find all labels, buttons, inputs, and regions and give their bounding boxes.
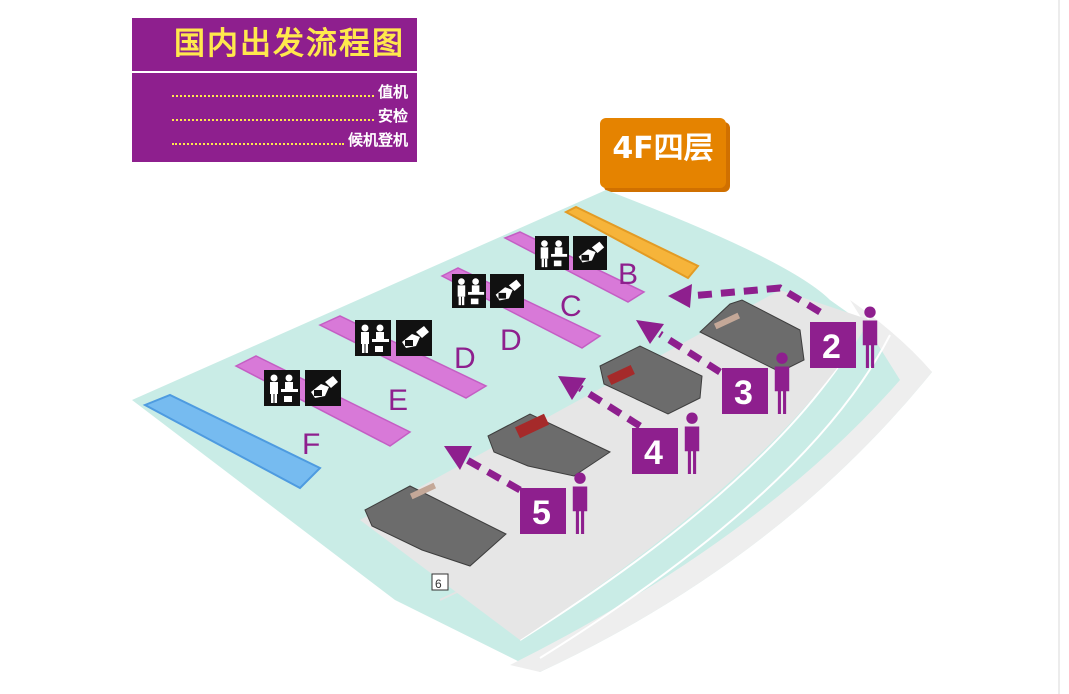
checkin-person-icon bbox=[452, 274, 486, 308]
checkin-person-icon bbox=[264, 370, 300, 406]
zone-label-E: E bbox=[388, 384, 408, 417]
checkin-person-icon bbox=[355, 320, 391, 356]
gate-number-4: 4 bbox=[644, 434, 663, 472]
legend-step-boarding: 候机登机 bbox=[172, 128, 408, 150]
legend-step-label: 值机 bbox=[377, 82, 408, 101]
legend-step-label: 候机登机 bbox=[347, 130, 408, 149]
legend-title: 国内出发流程图 bbox=[174, 26, 405, 62]
leader-dots bbox=[172, 85, 374, 97]
waiting-area bbox=[142, 393, 322, 490]
zone-label-C: C bbox=[560, 290, 582, 323]
legend-step-security: 安检 bbox=[172, 104, 408, 126]
floor-badge: 4F四层 bbox=[600, 118, 726, 188]
door-6-label: 6 bbox=[435, 577, 442, 591]
leader-dots bbox=[172, 133, 344, 145]
door-marking bbox=[409, 312, 741, 500]
zone-label-F: F bbox=[302, 428, 320, 461]
flow-arrow bbox=[458, 284, 822, 494]
security-counter bbox=[563, 205, 700, 280]
gate-marker-2 bbox=[810, 322, 856, 368]
road-line bbox=[539, 334, 891, 659]
legend-step-label: 安检 bbox=[377, 106, 408, 125]
gate-marker-4 bbox=[632, 428, 678, 474]
zone-label-D: D bbox=[454, 342, 476, 375]
legend-divider bbox=[132, 71, 417, 73]
checkin-person-icon bbox=[535, 236, 569, 270]
flow-arrow-head bbox=[444, 284, 692, 470]
baggage-handover-icon bbox=[573, 236, 607, 270]
gate-number-2: 2 bbox=[822, 328, 841, 366]
floor-label: 4F四层 bbox=[612, 131, 714, 166]
gate-number-5: 5 bbox=[532, 494, 551, 532]
baggage-handover-icon bbox=[490, 274, 524, 308]
gate-marker-3 bbox=[722, 368, 768, 414]
legend-panel: 国内出发流程图 值机 安检 候机登机 bbox=[132, 18, 417, 162]
entrance-vestibule bbox=[364, 299, 805, 567]
zone-label-B: B bbox=[618, 258, 638, 291]
baggage-handover-icon bbox=[396, 320, 432, 356]
leader-dots bbox=[172, 109, 374, 121]
baggage-handover-icon bbox=[305, 370, 341, 406]
door-marking bbox=[514, 364, 635, 439]
gate-marker-5 bbox=[520, 488, 566, 534]
door-6-marker bbox=[431, 573, 449, 591]
page-edge-line bbox=[1058, 0, 1060, 694]
gate-number-3: 3 bbox=[734, 374, 753, 412]
zone-label-D: D bbox=[500, 324, 522, 357]
legend-step-checkin: 值机 bbox=[172, 80, 408, 102]
